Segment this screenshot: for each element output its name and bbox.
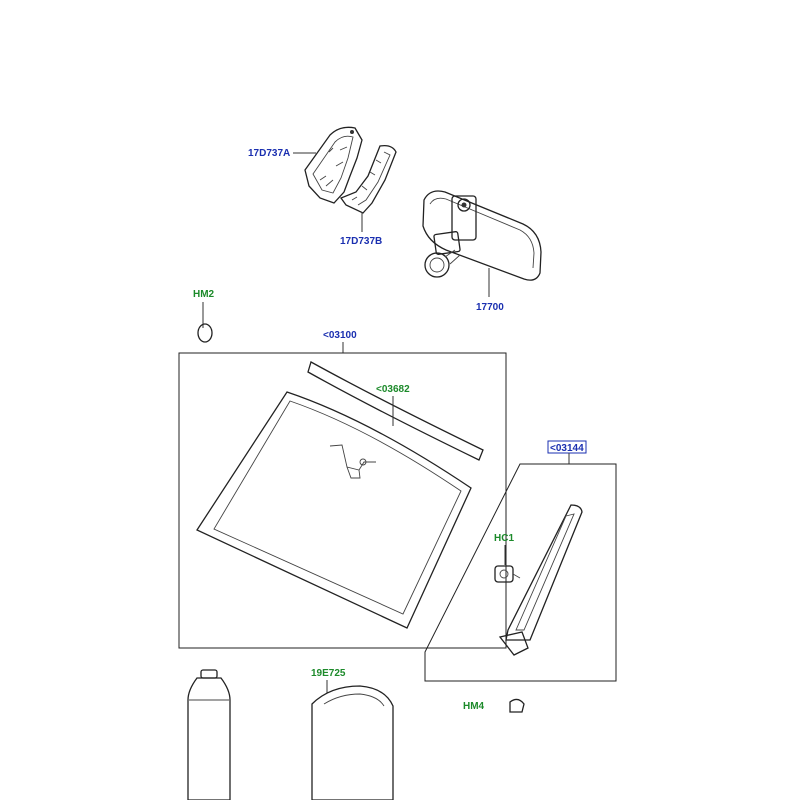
label-hm2[interactable]: HM2 bbox=[193, 289, 215, 300]
sealant-kit-part[interactable] bbox=[311, 685, 394, 800]
label-03144-box bbox=[547, 440, 587, 454]
rear-view-mirror-part[interactable] bbox=[422, 190, 542, 281]
moulding-part[interactable] bbox=[307, 361, 484, 461]
label-17d737a[interactable]: 17D737A bbox=[248, 148, 290, 159]
windscreen-group-frame bbox=[178, 352, 507, 649]
quarter-glass-part[interactable] bbox=[498, 504, 583, 656]
windscreen-glass-part[interactable] bbox=[196, 391, 472, 629]
quarter-glass-group-frame bbox=[424, 463, 617, 682]
label-19e725[interactable]: 19E725 bbox=[311, 668, 346, 679]
mirror-cover-b-part[interactable] bbox=[339, 144, 397, 214]
urethane-bottle-part[interactable] bbox=[187, 669, 231, 800]
hm4-part[interactable] bbox=[509, 698, 525, 713]
label-03100[interactable]: <03100 bbox=[323, 330, 357, 341]
label-hm4[interactable]: HM4 bbox=[463, 701, 485, 712]
label-17700[interactable]: 17700 bbox=[476, 302, 504, 313]
label-hc1[interactable]: HC1 bbox=[494, 533, 514, 544]
hm2-part[interactable] bbox=[197, 323, 213, 343]
mirror-cover-a-part[interactable] bbox=[304, 126, 363, 204]
hc1-clip-part[interactable] bbox=[494, 565, 521, 583]
label-17d737b[interactable]: 17D737B bbox=[340, 236, 382, 247]
label-03144[interactable]: <03144 bbox=[550, 443, 584, 454]
label-03682[interactable]: <03682 bbox=[376, 384, 410, 395]
